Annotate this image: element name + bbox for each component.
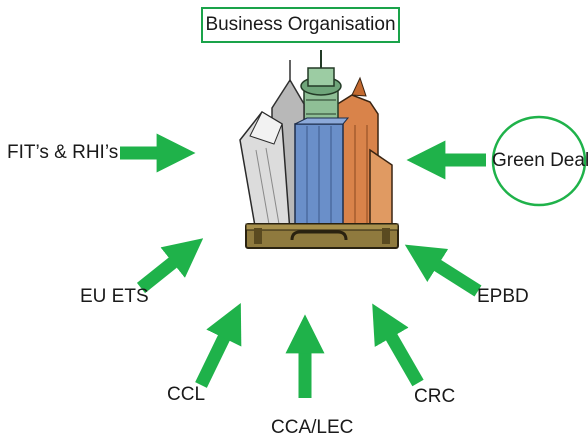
green-deal-circle [491, 115, 587, 207]
arrow-ccl [195, 302, 242, 388]
city-briefcase-illustration [239, 50, 399, 249]
label-green-deal: Green Deal [492, 150, 588, 171]
label-fits: FIT’s & RHI’s [7, 142, 119, 163]
label-eu-ets: EU ETS [80, 286, 149, 307]
label-epbd: EPBD [477, 286, 529, 307]
label-cca: CCA/LEC [271, 417, 354, 438]
arrow-epbd [404, 244, 482, 297]
arrow-crc [372, 303, 424, 387]
arrow-eu-ets [136, 238, 204, 294]
label-crc: CRC [414, 386, 456, 407]
title-box: Business Organisation [201, 7, 400, 43]
label-ccl: CCL [167, 384, 206, 405]
diagram-title: Business Organisation [205, 14, 396, 35]
